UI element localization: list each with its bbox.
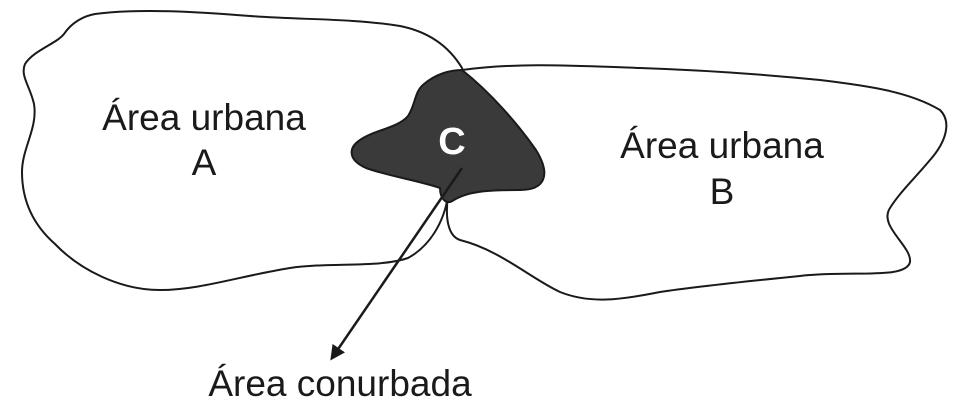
pointer-arrow [330, 167, 464, 361]
conurbated-area-caption: Área conurbada [208, 363, 472, 404]
urban-area-a-label-line2: A [192, 142, 217, 183]
urban-area-b-label-line2: B [710, 171, 735, 212]
conurbated-area-c-label: C [438, 121, 465, 163]
urban-area-b-label-line1: Área urbana [620, 125, 824, 166]
urban-area-a-label-line1: Área urbana [102, 97, 306, 138]
urban-area-b-shape [445, 64, 948, 301]
urban-area-a-shape [20, 9, 467, 292]
conurbated-area-c-shape [350, 68, 546, 204]
